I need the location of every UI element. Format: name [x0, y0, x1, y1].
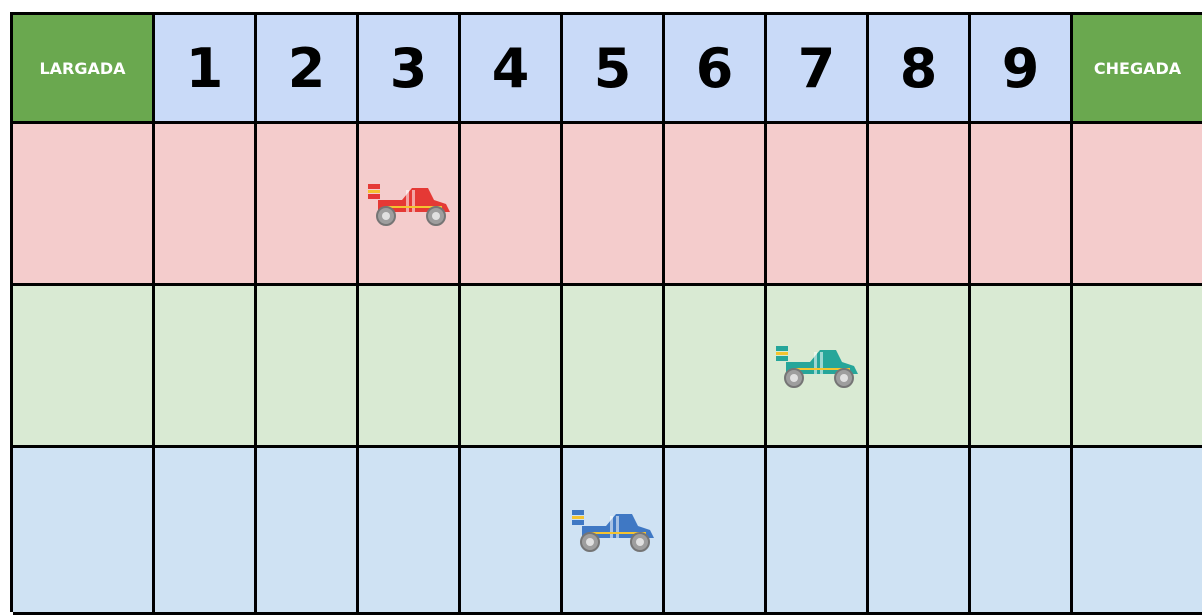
- track-cell-lane1-col8: [869, 124, 971, 286]
- track-cell-lane1-col3: [359, 124, 461, 286]
- track-cell-lane1-col9: [971, 124, 1073, 286]
- position-header-1: 1: [155, 15, 257, 124]
- track-cell-lane2-col6: [665, 286, 767, 448]
- track-cell-lane2-col1: [155, 286, 257, 448]
- race-car-icon: [366, 176, 452, 232]
- start-header: LARGADA: [13, 15, 155, 124]
- track-cell-lane1-col4: [461, 124, 563, 286]
- race-board: LARGADA 1 2 3 4 5 6 7 8 9 CHEGADA: [10, 12, 1202, 612]
- track-cell-lane3-col7: [767, 448, 869, 615]
- track-cell-lane2-col3: [359, 286, 461, 448]
- track-cell-lane2-col9: [971, 286, 1073, 448]
- track-cell-lane3-col9: [971, 448, 1073, 615]
- track-cell-lane2-col4: [461, 286, 563, 448]
- track-cell-lane3-col5: [563, 448, 665, 615]
- track-cell-lane3-col8: [869, 448, 971, 615]
- track-cell-lane1-col1: [155, 124, 257, 286]
- race-car-icon: [774, 338, 860, 394]
- position-header-7: 7: [767, 15, 869, 124]
- position-header-6: 6: [665, 15, 767, 124]
- position-header-4: 4: [461, 15, 563, 124]
- track-cell-lane2-col10: [1073, 286, 1202, 448]
- finish-label: CHEGADA: [1094, 59, 1181, 78]
- position-number: 5: [594, 37, 632, 100]
- position-number: 1: [186, 37, 224, 100]
- track-cell-lane3-col10: [1073, 448, 1202, 615]
- track-cell-lane1-col2: [257, 124, 359, 286]
- track-cell-lane3-col0: [13, 448, 155, 615]
- position-header-2: 2: [257, 15, 359, 124]
- track-cell-lane2-col7: [767, 286, 869, 448]
- position-number: 8: [900, 37, 938, 100]
- position-header-8: 8: [869, 15, 971, 124]
- track-cell-lane1-col10: [1073, 124, 1202, 286]
- position-number: 3: [390, 37, 428, 100]
- track-cell-lane3-col2: [257, 448, 359, 615]
- track-cell-lane2-col2: [257, 286, 359, 448]
- track-cell-lane1-col6: [665, 124, 767, 286]
- position-header-3: 3: [359, 15, 461, 124]
- track-cell-lane1-col7: [767, 124, 869, 286]
- start-label: LARGADA: [39, 59, 125, 78]
- position-number: 9: [1002, 37, 1040, 100]
- track-cell-lane3-col1: [155, 448, 257, 615]
- finish-header: CHEGADA: [1073, 15, 1202, 124]
- track-cell-lane2-col0: [13, 286, 155, 448]
- position-header-9: 9: [971, 15, 1073, 124]
- position-header-5: 5: [563, 15, 665, 124]
- track-cell-lane3-col4: [461, 448, 563, 615]
- track-cell-lane2-col5: [563, 286, 665, 448]
- track-cell-lane3-col6: [665, 448, 767, 615]
- track-cell-lane3-col3: [359, 448, 461, 615]
- track-cell-lane1-col0: [13, 124, 155, 286]
- position-number: 6: [696, 37, 734, 100]
- track-cell-lane2-col8: [869, 286, 971, 448]
- position-number: 7: [798, 37, 836, 100]
- position-number: 4: [492, 37, 530, 100]
- track-cell-lane1-col5: [563, 124, 665, 286]
- position-number: 2: [288, 37, 326, 100]
- race-car-icon: [570, 502, 656, 558]
